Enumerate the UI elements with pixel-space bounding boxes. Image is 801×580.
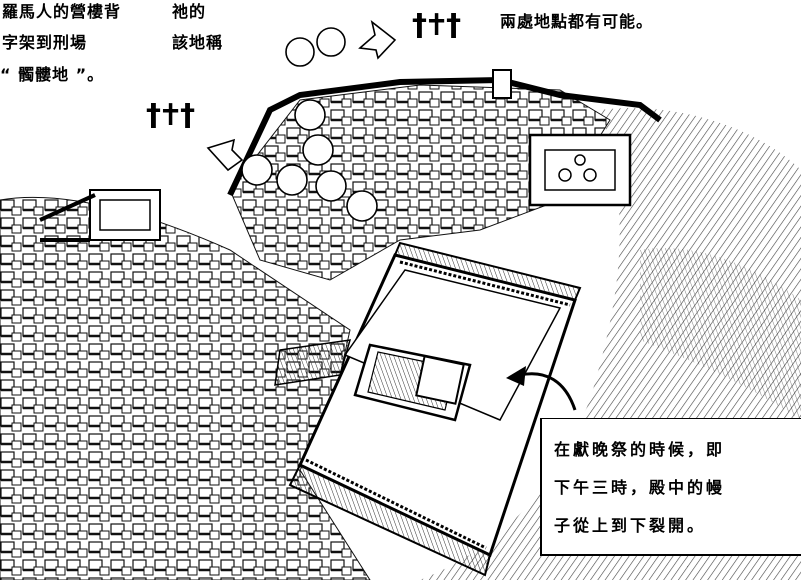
bridge <box>274 339 352 386</box>
caption-left-line-3: “ 髑髏地 ”。 <box>0 65 105 84</box>
note-line-2: 下午三時，殿中的幔 <box>554 478 726 497</box>
note-line-1: 在獻晚祭的時候，即 <box>554 440 726 459</box>
caption-mid-line-2: 該地稱 <box>172 33 224 52</box>
crosses-top-icon: †✝† <box>412 8 461 43</box>
route-arrow-top <box>358 19 397 60</box>
caption-left-line-1: 羅馬人的營樓背 <box>2 2 122 21</box>
note-line-3: 子從上到下裂開。 <box>554 516 707 535</box>
caption-right: 兩處地點都有可能。 <box>500 12 654 31</box>
route-arrow-left <box>206 138 244 172</box>
herod-palace <box>39 189 161 242</box>
city-wall <box>227 76 662 197</box>
pointer-arrow <box>519 372 577 411</box>
crosses-left-icon: †✝† <box>146 98 195 133</box>
caption-mid-line-1: 祂的 <box>172 2 207 21</box>
veil-note-box: 在獻晚祭的時候，即 下午三時，殿中的幔 子從上到下裂開。 <box>540 418 801 556</box>
antonia-fortress <box>528 133 632 207</box>
procession-route-circles <box>241 27 378 222</box>
temple-platform <box>288 241 582 577</box>
caption-left-line-2: 字架到刑場 <box>2 33 88 52</box>
wall-tower <box>492 69 512 99</box>
